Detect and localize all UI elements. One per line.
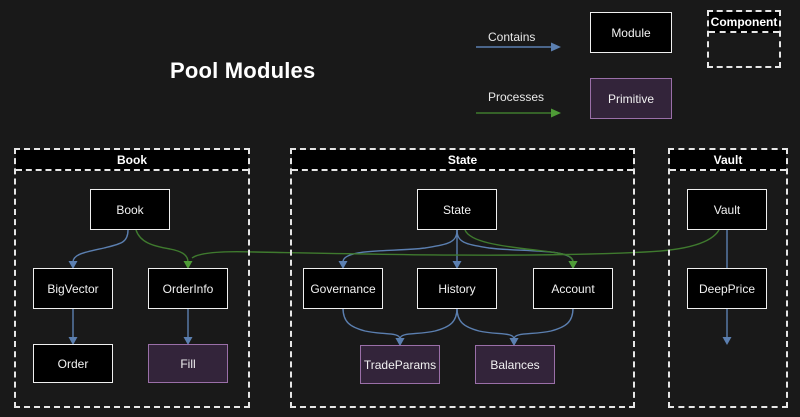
- node-orderinfo-label: OrderInfo: [162, 281, 214, 296]
- node-deepprice-label: DeepPrice: [698, 281, 756, 296]
- component-vault-header: Vault: [670, 150, 786, 171]
- node-governance[interactable]: Governance: [303, 268, 383, 309]
- node-vault[interactable]: Vault: [687, 189, 767, 230]
- node-account[interactable]: Account: [533, 268, 613, 309]
- legend-shape-primitive-label: Primitive: [607, 91, 654, 106]
- node-history-label: History: [438, 281, 476, 296]
- node-balances-label: Balances: [490, 357, 540, 372]
- component-state: State: [290, 148, 635, 408]
- node-bigvector-label: BigVector: [47, 281, 99, 296]
- node-tradeparams-label: TradeParams: [363, 357, 437, 372]
- node-fill-label: Fill: [180, 356, 196, 371]
- node-balances[interactable]: Balances: [475, 345, 555, 384]
- node-order-label: Order: [57, 356, 89, 371]
- component-book-header: Book: [16, 150, 248, 171]
- page-title: Pool Modules: [170, 58, 316, 83]
- node-state-label: State: [442, 202, 472, 217]
- legend-label-contains: Contains: [488, 30, 536, 44]
- component-vault: Vault: [668, 148, 788, 408]
- node-bigvector[interactable]: BigVector: [33, 268, 113, 309]
- node-tradeparams[interactable]: TradeParams: [360, 345, 440, 384]
- node-state[interactable]: State: [417, 189, 497, 230]
- node-governance-label: Governance: [310, 281, 376, 296]
- legend-shape-component-label: Component: [709, 12, 779, 33]
- node-order[interactable]: Order: [33, 344, 113, 383]
- legend-shape-component: Component: [707, 10, 781, 68]
- component-book: Book: [14, 148, 250, 408]
- node-account-label: Account: [551, 281, 595, 296]
- node-fill[interactable]: Fill: [148, 344, 228, 383]
- node-book[interactable]: Book: [90, 189, 170, 230]
- legend-label-processes: Processes: [488, 90, 545, 104]
- legend-shape-primitive: Primitive: [590, 78, 672, 119]
- legend-processes-arrow-icon: [476, 108, 561, 118]
- node-book-label: Book: [116, 202, 144, 217]
- legend-shape-module: Module: [590, 12, 672, 53]
- legend-shape-module-label: Module: [611, 25, 651, 40]
- node-orderinfo[interactable]: OrderInfo: [148, 268, 228, 309]
- node-vault-label: Vault: [713, 202, 741, 217]
- node-deepprice[interactable]: DeepPrice: [687, 268, 767, 309]
- component-state-header: State: [292, 150, 633, 171]
- node-history[interactable]: History: [417, 268, 497, 309]
